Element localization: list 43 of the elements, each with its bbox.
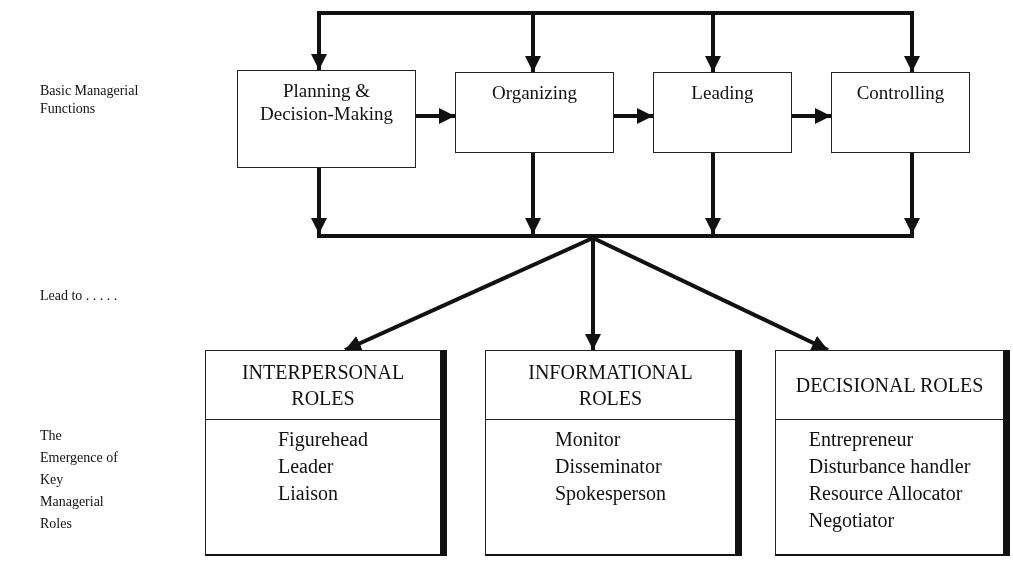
arrow (792, 108, 831, 124)
role-item: Spokesperson (554, 481, 667, 507)
process-box (831, 72, 970, 153)
role-box (775, 350, 1010, 556)
role-heading: INTERPERSONAL ROLES (240, 360, 406, 411)
role-heading: DECISIONAL ROLES (795, 373, 984, 398)
arrow (904, 15, 920, 72)
role-item: Negotiator (808, 508, 895, 534)
box-label: Controlling (856, 81, 945, 104)
arrow (585, 238, 601, 350)
role-item: Resource Allocator (808, 481, 963, 506)
role-item: Disseminator (554, 454, 662, 479)
arrow (311, 15, 327, 70)
arrow (311, 168, 327, 234)
bus-bar (317, 234, 914, 238)
role-item: Figurehead (278, 427, 368, 453)
arrow (344, 236, 594, 352)
role-item: Disturbance handler (808, 454, 971, 479)
role-box (485, 350, 742, 556)
bus-bar (317, 11, 914, 15)
side-label: Lead to . . . . . (40, 287, 119, 305)
arrow (416, 108, 455, 124)
box-label: Organizing (491, 81, 578, 104)
arrow (525, 153, 541, 234)
role-heading: INFORMATIONAL ROLES (527, 360, 694, 411)
process-box (455, 72, 614, 153)
role-item: Leader (278, 454, 334, 479)
process-box (237, 70, 416, 168)
role-item: Monitor (554, 427, 621, 452)
process-box (653, 72, 792, 153)
box-label: Leading (691, 81, 754, 104)
arrow (614, 108, 653, 124)
arrow (705, 153, 721, 234)
box-label: Planning & Decision-Making (259, 79, 394, 125)
arrow (904, 153, 920, 234)
arrow (592, 236, 829, 352)
side-label: Basic Managerial Functions (40, 82, 140, 118)
role-item: Liaison (278, 481, 338, 506)
arrow (705, 15, 721, 72)
role-box (205, 350, 447, 556)
side-label: The Emergence of Key Managerial Roles (40, 427, 119, 533)
arrow (525, 15, 541, 72)
role-item: Entrepreneur (808, 427, 914, 453)
